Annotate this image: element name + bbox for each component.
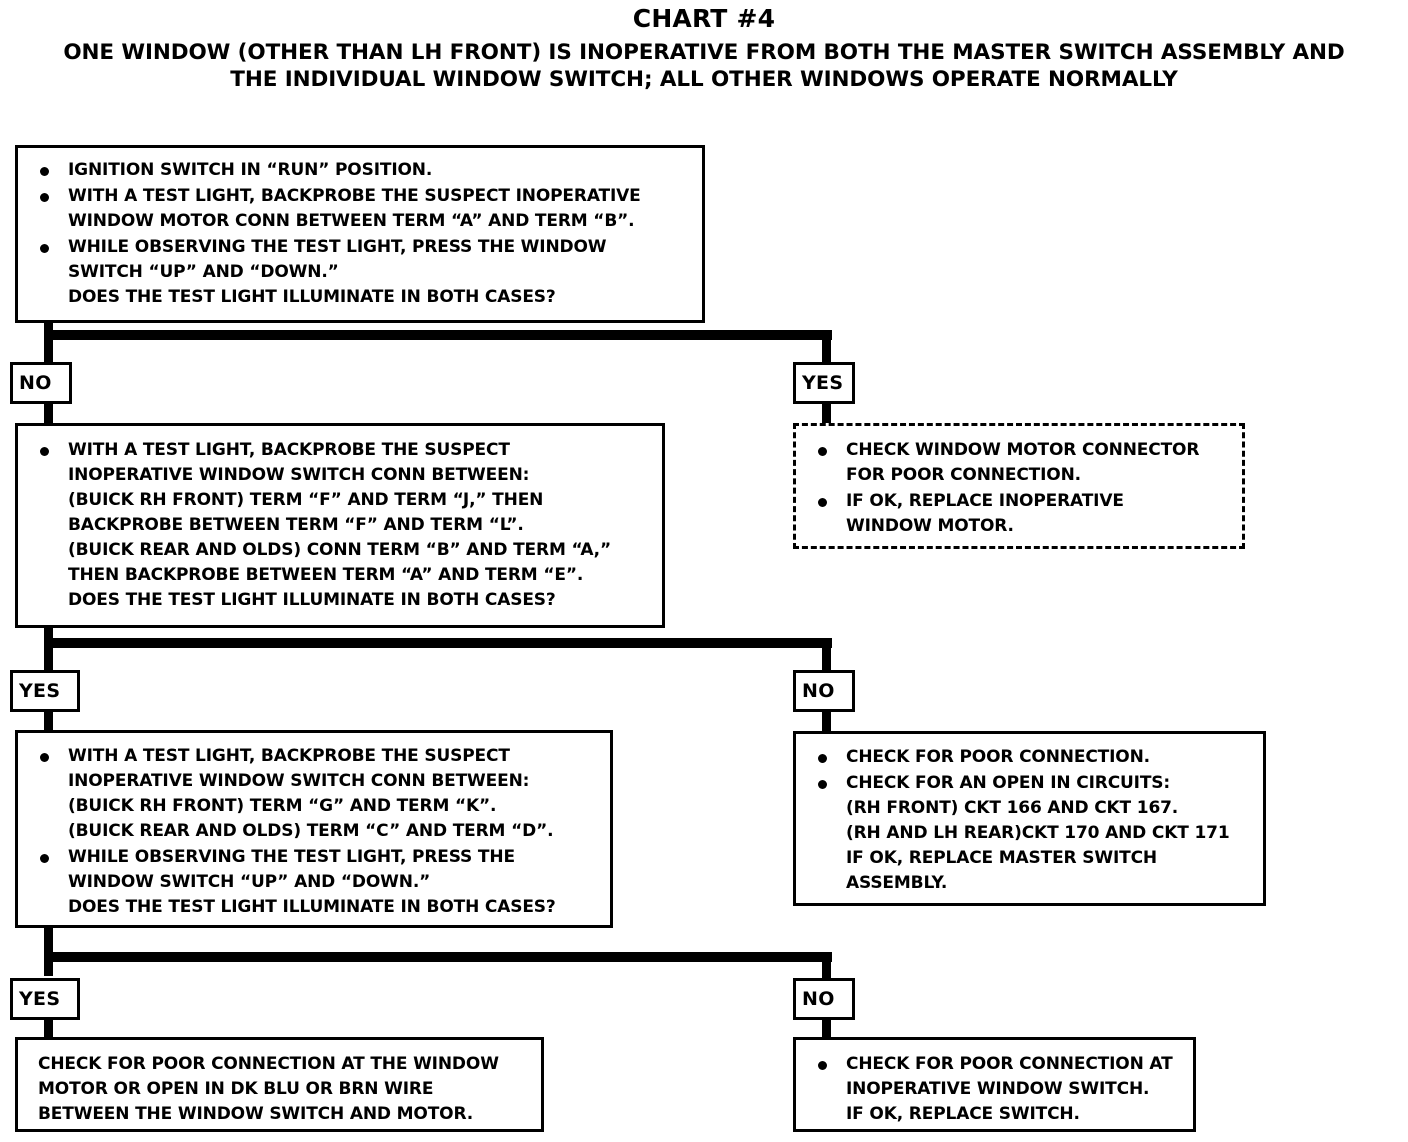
decision-label: NO [802, 988, 835, 1010]
decision-yes-1[interactable]: YES [793, 362, 855, 404]
bullet-item: IF OK, REPLACE INOPERATIVE WINDOW MOTOR. [806, 489, 1234, 539]
decision-label: YES [802, 372, 844, 394]
motor-wire-open-action: CHECK FOR POOR CONNECTION AT THE WINDOW … [15, 1037, 544, 1132]
window-motor-connector-action: CHECK WINDOW MOTOR CONNECTOR FOR POOR CO… [793, 423, 1245, 549]
page-subtitle: ONE WINDOW (OTHER THAN LH FRONT) IS INOP… [0, 39, 1408, 94]
connector-step2-trunk [44, 626, 53, 672]
open-circuit-check-action: CHECK FOR POOR CONNECTION. CHECK FOR AN … [793, 731, 1266, 906]
decision-no-2[interactable]: NO [793, 670, 855, 712]
decision-yes-3[interactable]: YES [10, 978, 80, 1020]
bullet-item: WITH A TEST LIGHT, BACKPROBE THE SUSPECT… [28, 438, 654, 613]
connector-branch1-horizontal [44, 330, 832, 340]
inoperative-switch-action: CHECK FOR POOR CONNECTION AT INOPERATIVE… [793, 1037, 1196, 1132]
bullet-item: CHECK FOR AN OPEN IN CIRCUITS: (RH FRONT… [806, 771, 1255, 896]
chart-header: CHART #4 ONE WINDOW (OTHER THAN LH FRONT… [0, 4, 1408, 94]
connector-branch2-right-down [822, 638, 831, 674]
connector-branch3-right-down [822, 952, 831, 982]
bullet-item: WHILE OBSERVING THE TEST LIGHT, PRESS TH… [28, 235, 694, 310]
decision-no-1[interactable]: NO [10, 362, 72, 404]
bullet-item: WITH A TEST LIGHT, BACKPROBE THE SUSPECT… [28, 744, 602, 844]
connector-yes1-down [822, 402, 831, 424]
bullet-item: WHILE OBSERVING THE TEST LIGHT, PRESS TH… [28, 845, 602, 920]
connector-branch3-horizontal [44, 952, 832, 962]
decision-label: YES [19, 680, 61, 702]
bullet-item: CHECK FOR POOR CONNECTION AT INOPERATIVE… [806, 1052, 1185, 1127]
window-switch-conn-backprobe-step: WITH A TEST LIGHT, BACKPROBE THE SUSPECT… [15, 423, 665, 628]
bullet-item: CHECK FOR POOR CONNECTION AT THE WINDOW … [38, 1054, 499, 1124]
bullet-item: WITH A TEST LIGHT, BACKPROBE THE SUSPECT… [28, 184, 694, 234]
window-switch-gk-cd-step: WITH A TEST LIGHT, BACKPROBE THE SUSPECT… [15, 730, 613, 928]
page-title: CHART #4 [632, 4, 776, 33]
connector-no1-down [44, 400, 53, 426]
connector-yes2-down [44, 708, 53, 732]
connector-no2-down [822, 708, 831, 732]
decision-label: NO [19, 372, 52, 394]
bullet-item: CHECK FOR POOR CONNECTION. [806, 745, 1255, 770]
connector-branch1-right-down [822, 330, 831, 366]
decision-label: YES [19, 988, 61, 1010]
subtitle-line-2: THE INDIVIDUAL WINDOW SWITCH; ALL OTHER … [230, 67, 1178, 93]
connector-step1-trunk [44, 320, 53, 364]
decision-label: NO [802, 680, 835, 702]
subtitle-line-1: ONE WINDOW (OTHER THAN LH FRONT) IS INOP… [63, 39, 1345, 65]
decision-yes-2[interactable]: YES [10, 670, 80, 712]
bullet-item: CHECK WINDOW MOTOR CONNECTOR FOR POOR CO… [806, 438, 1234, 488]
decision-no-3[interactable]: NO [793, 978, 855, 1020]
connector-branch2-horizontal [44, 638, 832, 648]
initial-test-step: IGNITION SWITCH IN “RUN” POSITION. WITH … [15, 145, 705, 323]
bullet-item: IGNITION SWITCH IN “RUN” POSITION. [28, 158, 694, 183]
connector-no3-down [822, 1016, 831, 1040]
connector-yes3-down [44, 1016, 53, 1040]
